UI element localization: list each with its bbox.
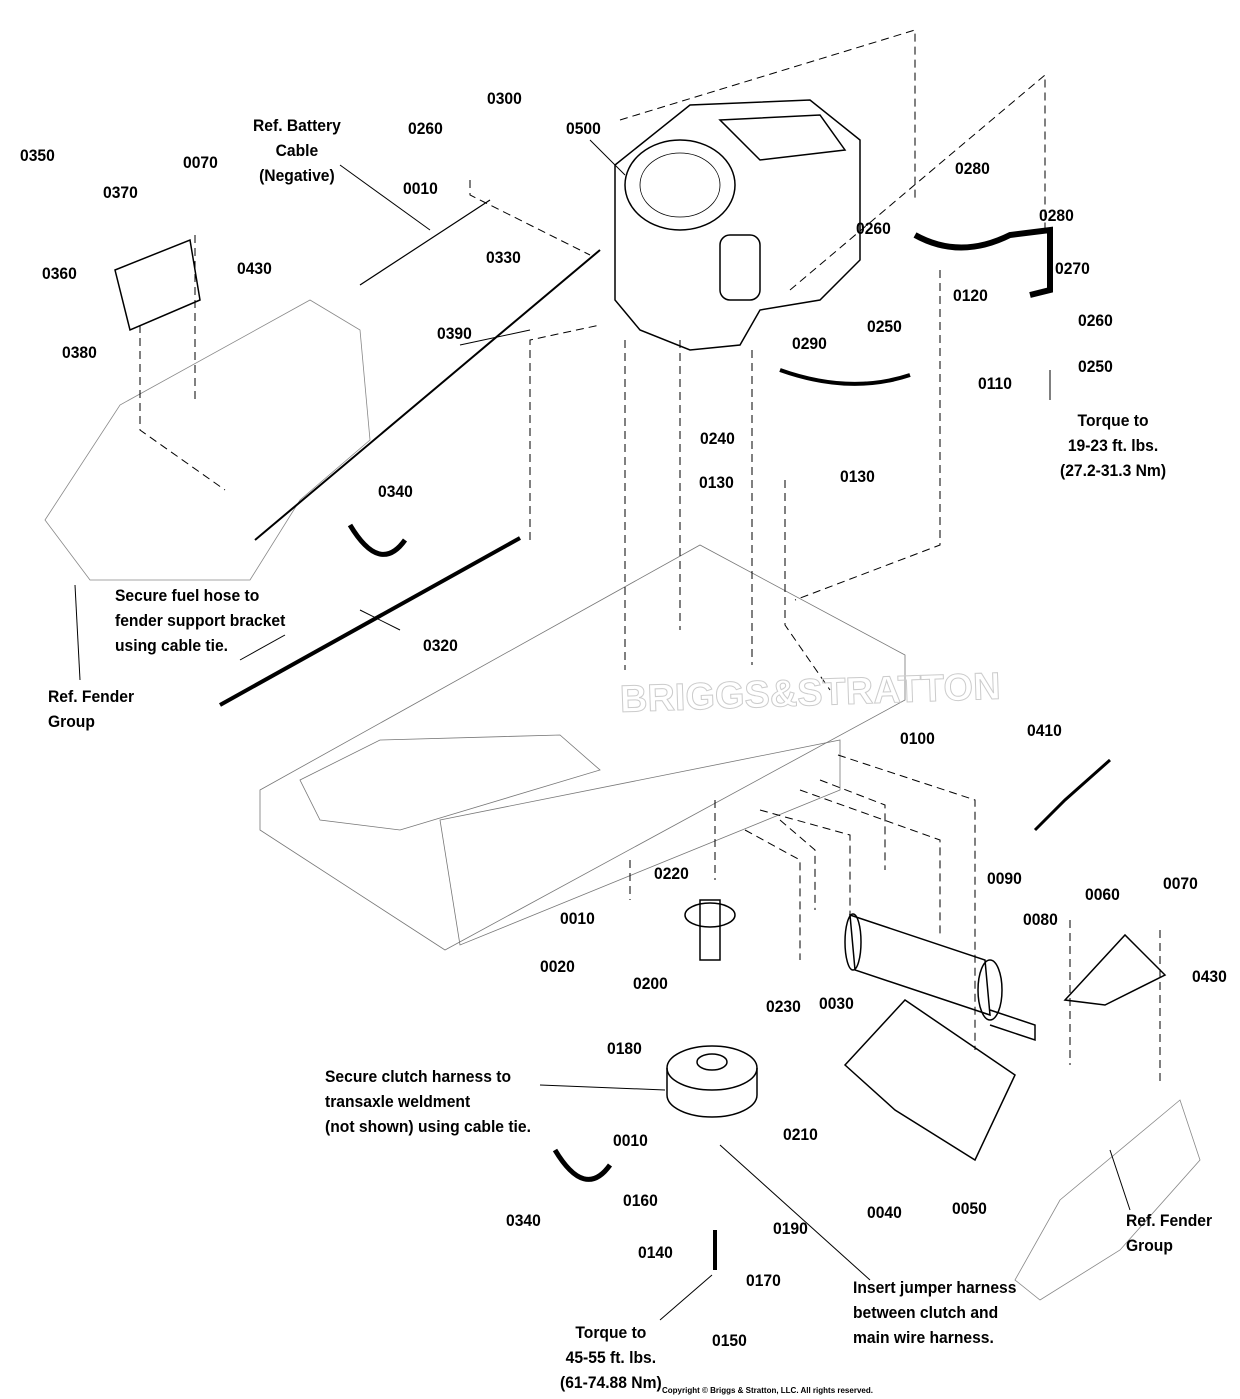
part-label: 0080 <box>1023 910 1058 929</box>
part-label: 0090 <box>987 869 1022 888</box>
part-label: 0250 <box>867 317 902 336</box>
part-label: 0240 <box>700 429 735 448</box>
part-label: 0300 <box>487 89 522 108</box>
assembly-lines <box>139 29 1161 1085</box>
note-jumper-harness: Insert jumper harness between clutch and… <box>853 1278 1017 1347</box>
part-label: 0270 <box>1055 259 1090 278</box>
part-label: 0170 <box>746 1271 781 1290</box>
part-label: 0360 <box>42 264 77 283</box>
clutch-0210 <box>666 1045 758 1118</box>
part-label: 0350 <box>20 146 55 165</box>
heat-shield-0050 <box>843 999 1016 1162</box>
part-label: 0190 <box>773 1219 808 1238</box>
fuel-hose-0290 <box>779 368 911 386</box>
part-label: 0070 <box>1163 874 1198 893</box>
part-label: 0430 <box>237 259 272 278</box>
part-label: 0210 <box>783 1125 818 1144</box>
note-fender-left: Ref. Fender Group <box>48 687 135 731</box>
part-label: 0370 <box>103 183 138 202</box>
part-label: 0200 <box>633 974 668 993</box>
part-label: 0340 <box>506 1211 541 1230</box>
pulley-0220 <box>684 899 736 961</box>
part-label: 0320 <box>423 636 458 655</box>
part-label: 0130 <box>699 473 734 492</box>
part-label: 0380 <box>62 343 97 362</box>
part-label: 0030 <box>819 994 854 1013</box>
watermark-logo: BRIGGS&STRATTON <box>619 666 1001 721</box>
part-label: 0340 <box>378 482 413 501</box>
part-label: 0050 <box>952 1199 987 1218</box>
part-label: 0330 <box>486 248 521 267</box>
part-label: 0250 <box>1078 357 1113 376</box>
part-label: 0010 <box>613 1131 648 1150</box>
part-label: 0110 <box>978 374 1012 393</box>
fender-left <box>44 299 371 581</box>
part-label: 0160 <box>623 1191 658 1210</box>
fender-right <box>1014 1099 1201 1301</box>
part-label: 0260 <box>856 219 891 238</box>
cable-tie-0340b <box>552 1148 613 1182</box>
cable-tie-0340 <box>347 523 408 557</box>
note-torque-clutch: Torque to 45-55 ft. lbs. (61-74.88 Nm) <box>560 1323 662 1392</box>
part-label: 0260 <box>1078 311 1113 330</box>
part-label: 0070 <box>183 153 218 172</box>
part-label: 0140 <box>638 1243 673 1262</box>
part-label: 0130 <box>840 467 875 486</box>
part-label: 0150 <box>712 1331 747 1350</box>
engine-0500 <box>614 99 861 351</box>
part-label: 0500 <box>566 119 601 138</box>
part-label: 0410 <box>1027 721 1062 740</box>
part-label: 0390 <box>437 324 472 343</box>
plate-0060 <box>1063 933 1167 1006</box>
part-label: 0280 <box>1039 206 1074 225</box>
part-label: 0010 <box>560 909 595 928</box>
chassis-frame <box>259 544 906 951</box>
part-label: 0010 <box>403 179 438 198</box>
part-label: 0260 <box>408 119 443 138</box>
part-label: 0280 <box>955 159 990 178</box>
exhaust-pipe-0270 <box>913 226 1053 298</box>
part-label: 0220 <box>654 864 689 883</box>
note-torque-exhaust: Torque to 19-23 ft. lbs. (27.2-31.3 Nm) <box>1060 411 1167 480</box>
note-battery-cable: Ref. Battery Cable (Negative) <box>253 116 341 185</box>
plate-0380 <box>114 238 201 332</box>
harness-0410 <box>1033 758 1111 832</box>
note-fender-right: Ref. Fender Group <box>1126 1211 1213 1255</box>
part-label: 0290 <box>792 334 827 353</box>
part-label: 0060 <box>1085 885 1120 904</box>
part-label: 0180 <box>607 1039 642 1058</box>
rod-0320 <box>219 536 521 707</box>
note-clutch-harness: Secure clutch harness to transaxle weldm… <box>325 1067 531 1136</box>
muffler-0080 <box>844 913 1036 1042</box>
part-label: 0020 <box>540 957 575 976</box>
note-fuel-hose: Secure fuel hose to fender support brack… <box>115 586 286 655</box>
rod-0390 <box>254 249 601 541</box>
part-label: 0100 <box>900 729 935 748</box>
part-label: 0430 <box>1192 967 1227 986</box>
part-label: 0040 <box>867 1203 902 1222</box>
part-label: 0120 <box>953 286 988 305</box>
leader-lines <box>74 139 1131 1321</box>
copyright: Copyright © Briggs & Stratton, LLC. All … <box>662 1386 873 1395</box>
part-label: 0230 <box>766 997 801 1016</box>
